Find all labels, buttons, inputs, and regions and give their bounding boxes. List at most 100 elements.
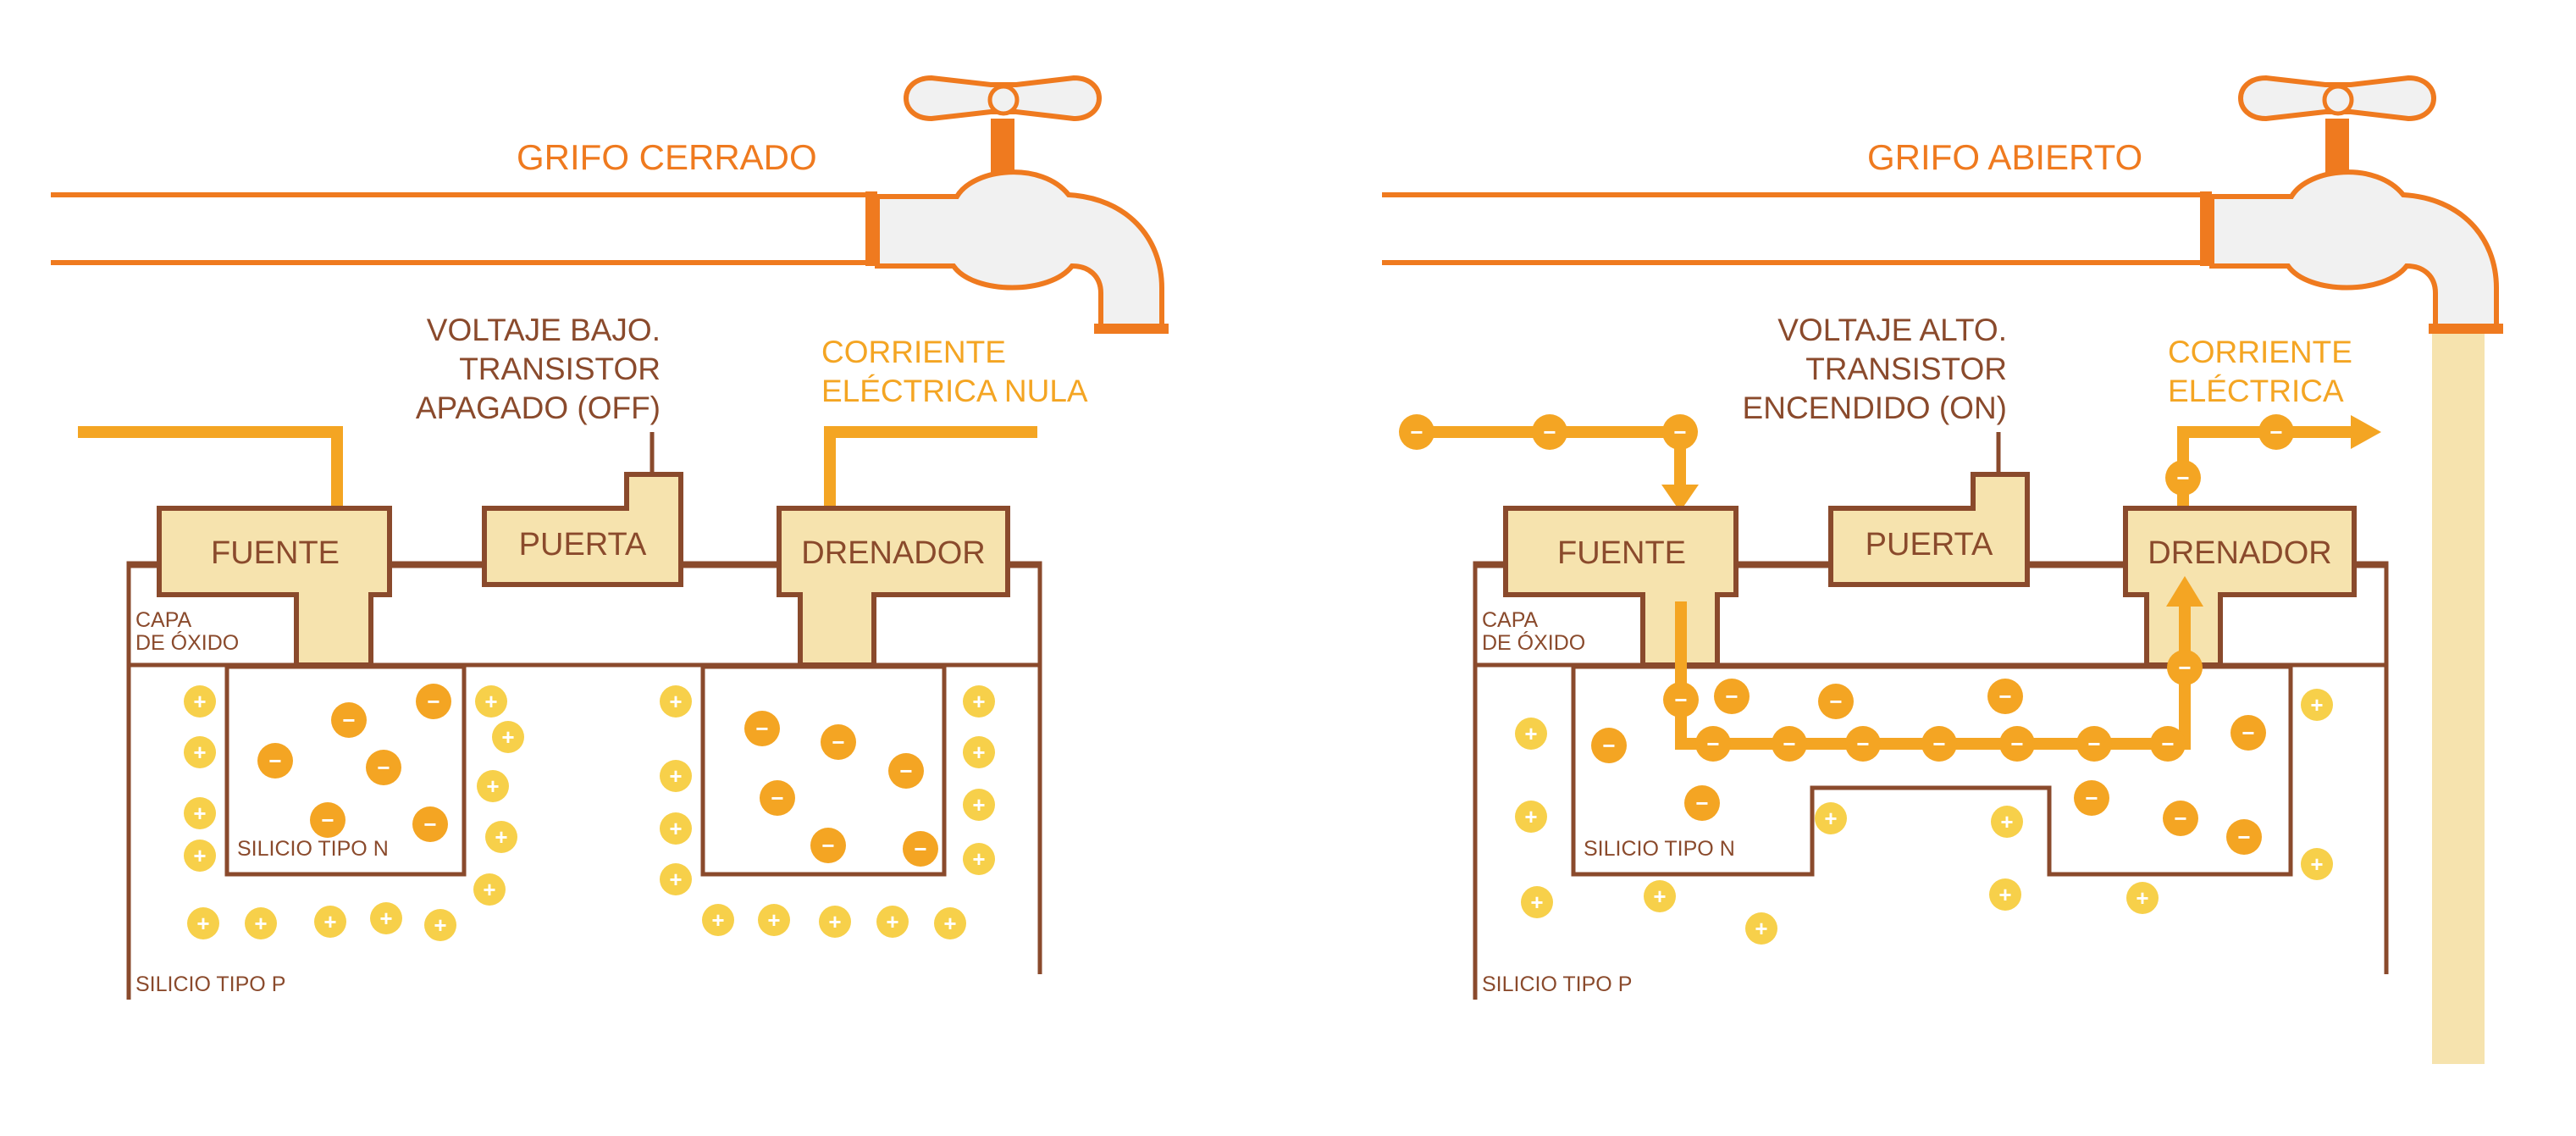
hole-icon: +: [492, 721, 524, 753]
svg-text:+: +: [943, 911, 956, 936]
svg-text:+: +: [1524, 721, 1537, 746]
svg-text:−: −: [1829, 689, 1842, 714]
hole-icon: +: [245, 907, 277, 939]
open-title: GRIFO ABIERTO: [1867, 137, 2142, 177]
svg-text:−: −: [2242, 720, 2254, 745]
svg-text:−: −: [914, 836, 926, 862]
hole-icon: +: [473, 873, 506, 906]
electron-icon: −: [1999, 726, 2035, 762]
arrow-icon: [2166, 576, 2203, 607]
hole-icon: +: [2301, 848, 2333, 880]
electron-icon: −: [2167, 650, 2203, 685]
faucet-open-icon: [2200, 75, 2503, 334]
hole-icon: +: [184, 685, 216, 718]
electron-icon: −: [416, 684, 451, 719]
svg-text:+: +: [828, 909, 841, 934]
svg-text:+: +: [711, 907, 724, 933]
svg-text:+: +: [193, 740, 206, 765]
hole-icon: +: [184, 736, 216, 768]
n-type-label: SILICIO TIPO N: [237, 837, 389, 861]
hole-icon: +: [485, 821, 517, 853]
gate-note-line: TRANSISTOR: [1805, 352, 2007, 386]
gate-note-line: TRANSISTOR: [459, 352, 661, 386]
electron-icon: −: [1684, 785, 1720, 821]
svg-text:+: +: [2310, 692, 2323, 718]
svg-text:+: +: [495, 824, 507, 850]
source-wire: [78, 426, 343, 508]
electron-icon: −: [2150, 726, 2186, 762]
svg-text:−: −: [2174, 806, 2186, 831]
drain-terminal: [777, 506, 1010, 668]
particles-open: −−−−−−−−−−−−−−−−−−−−−−−+++++++++++: [1399, 414, 2333, 945]
svg-text:−: −: [2161, 731, 2174, 756]
hole-icon: +: [1815, 802, 1847, 834]
svg-text:−: −: [1695, 790, 1708, 816]
electron-icon: −: [888, 753, 924, 789]
svg-text:−: −: [821, 833, 834, 858]
svg-text:−: −: [2085, 785, 2098, 811]
svg-text:+: +: [972, 846, 985, 872]
svg-text:−: −: [1932, 731, 1945, 756]
svg-text:−: −: [1410, 419, 1423, 445]
svg-text:+: +: [886, 909, 898, 934]
gate-note-line: APAGADO (OFF): [416, 391, 661, 425]
electron-icon: −: [1532, 414, 1567, 450]
svg-text:−: −: [1706, 731, 1719, 756]
n-channel: [1571, 664, 2293, 877]
svg-text:+: +: [193, 801, 206, 826]
oxide-label: CAPA: [135, 608, 192, 632]
svg-text:+: +: [254, 911, 267, 936]
gate-note-open: VOLTAJE ALTO. TRANSISTOR ENCENDIDO (ON): [1743, 313, 2007, 425]
electron-icon: −: [810, 828, 846, 863]
svg-text:+: +: [484, 689, 497, 714]
svg-text:−: −: [2178, 655, 2191, 680]
svg-text:−: −: [2269, 419, 2282, 445]
current-note-open: CORRIENTE ELÉCTRICA: [2168, 335, 2352, 408]
svg-text:−: −: [377, 755, 390, 780]
hole-icon: +: [184, 797, 216, 829]
faucet-closed-icon: [865, 75, 1169, 334]
svg-text:+: +: [1524, 804, 1537, 829]
svg-text:−: −: [1783, 731, 1795, 756]
oxide-label: DE ÓXIDO: [1482, 630, 1585, 655]
pipe-open: [1382, 192, 2210, 265]
electron-icon: −: [2258, 414, 2294, 450]
electron-icon: −: [310, 802, 345, 838]
svg-text:+: +: [972, 689, 985, 714]
hole-icon: +: [370, 902, 402, 934]
svg-text:+: +: [379, 906, 392, 931]
hole-icon: +: [876, 906, 909, 938]
electron-icon: −: [1987, 679, 2023, 714]
svg-text:−: −: [268, 748, 281, 773]
gate-terminal: [1828, 472, 2030, 587]
svg-text:+: +: [1530, 889, 1543, 915]
closed-panel: GRIFO CERRADO VOLTAJE BAJO. TRANSISTOR A…: [51, 75, 1169, 1000]
electron-icon: −: [1845, 726, 1881, 762]
svg-text:−: −: [1673, 419, 1686, 445]
svg-text:−: −: [342, 707, 355, 733]
electron-icon: −: [366, 750, 401, 785]
electron-icon: −: [1591, 728, 1627, 763]
electron-icon: −: [257, 743, 293, 779]
hole-icon: +: [660, 760, 692, 792]
svg-text:−: −: [899, 758, 912, 784]
hole-icon: +: [934, 907, 966, 939]
electron-icon: −: [1695, 726, 1731, 762]
svg-text:+: +: [972, 792, 985, 817]
svg-text:+: +: [196, 911, 209, 936]
pipe-closed: [51, 192, 874, 265]
svg-text:+: +: [972, 740, 985, 765]
svg-text:+: +: [669, 763, 682, 789]
gate-terminal: [482, 472, 683, 587]
n-type-label: SILICIO TIPO N: [1584, 837, 1735, 861]
electron-icon: −: [2076, 726, 2112, 762]
hole-icon: +: [758, 904, 790, 936]
gate-label: PUERTA: [519, 527, 647, 562]
hole-icon: +: [660, 812, 692, 845]
svg-text:+: +: [483, 877, 495, 902]
hole-icon: +: [963, 843, 995, 875]
electron-icon: −: [2165, 460, 2201, 496]
svg-text:−: −: [321, 807, 334, 833]
electron-icon: −: [744, 711, 780, 746]
